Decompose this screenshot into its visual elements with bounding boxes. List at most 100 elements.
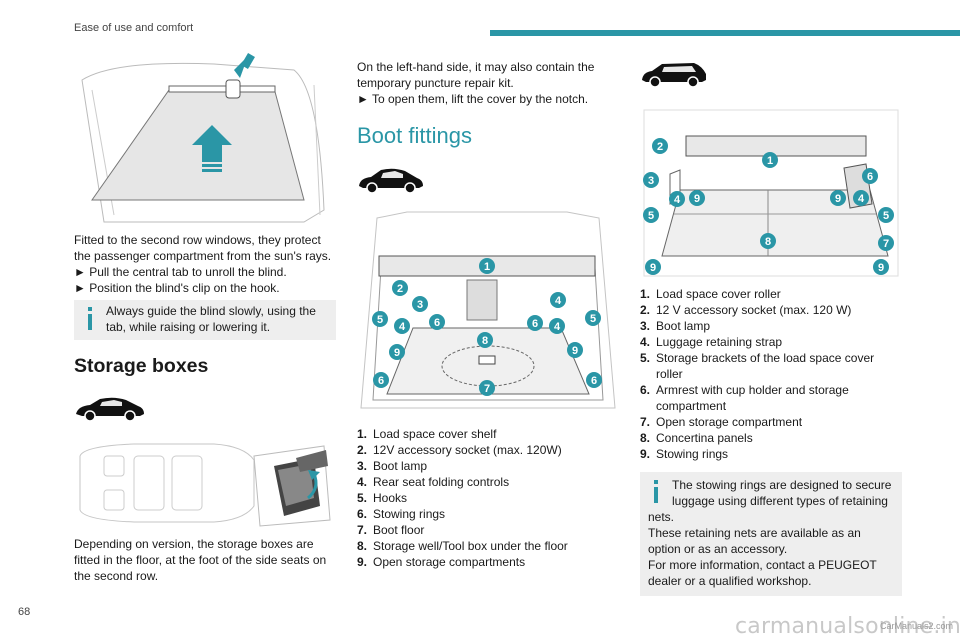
note-line: option or as an accessory. <box>648 542 788 556</box>
callout-9: 9 <box>830 190 846 206</box>
callout-7: 7 <box>479 380 495 396</box>
boot-fittings-heading: Boot fittings <box>357 123 472 148</box>
page-number: 68 <box>18 606 31 618</box>
legend-item: compartment <box>656 399 727 413</box>
callout-4: 4 <box>394 318 410 334</box>
callout-label: 3 <box>648 175 654 187</box>
callout-9: 9 <box>645 259 661 275</box>
note-line: The stowing rings are designed to secure <box>672 478 892 492</box>
note-line: nets. <box>648 510 675 524</box>
callout-4: 4 <box>669 191 685 207</box>
stowing-rings-note-box: The stowing rings are designed to secure… <box>640 472 902 596</box>
callout-2: 2 <box>652 138 668 154</box>
legend-item: roller <box>656 367 683 381</box>
callout-label: 3 <box>417 299 423 311</box>
callout-label: 4 <box>554 321 561 333</box>
running-header: Ease of use and comfort <box>74 22 194 34</box>
legend-item: 3.Boot lamp <box>357 459 428 473</box>
callout-label: 9 <box>694 193 700 205</box>
callout-label: 2 <box>397 283 403 295</box>
legend-item: 6.Stowing rings <box>357 507 446 521</box>
info-icon <box>654 480 658 503</box>
blind-note-line: Always guide the blind slowly, using the <box>106 304 316 318</box>
callout-label: 1 <box>767 155 773 167</box>
blind-instruction: ► Pull the central tab to unroll the bli… <box>74 265 287 279</box>
callout-7: 7 <box>878 235 894 251</box>
callout-4: 4 <box>853 190 869 206</box>
note-line: For more information, contact a PEUGEOT <box>648 558 877 572</box>
storage-text-line: fitted in the floor, at the foot of the … <box>74 553 327 567</box>
legend-item: 2.12V accessory socket (max. 120W) <box>357 443 562 457</box>
callout-5: 5 <box>643 207 659 223</box>
callout-4: 4 <box>550 292 566 308</box>
legend-item: 9.Stowing rings <box>640 447 729 461</box>
callout-5: 5 <box>585 310 601 326</box>
callout-9: 9 <box>873 259 889 275</box>
callout-label: 6 <box>378 375 384 387</box>
legend-item: 1.Load space cover roller <box>640 287 781 301</box>
callout-8: 8 <box>760 233 776 249</box>
boot-fittings-legend: 1.Load space cover shelf 2.12V accessory… <box>357 426 619 570</box>
estate-boot-illustration <box>643 109 899 277</box>
estate-legend: 1.Load space cover roller 2.12 V accesso… <box>640 286 902 462</box>
legend-item: 6.Armrest with cup holder and storage <box>640 383 849 397</box>
legend-item: 8.Storage well/Tool box under the floor <box>357 539 568 553</box>
storage-boxes-illustration <box>79 443 331 527</box>
callout-4: 4 <box>549 318 565 334</box>
suv-car-icon <box>359 168 423 194</box>
blind-note-line: tab, while raising or lowering it. <box>106 320 271 334</box>
sun-blind-illustration <box>81 52 325 223</box>
callout-label: 5 <box>377 314 383 326</box>
estate-callouts: 2 1 3 6 4 9 9 4 5 5 8 7 9 9 <box>643 138 894 275</box>
intro-line: temporary puncture repair kit. <box>357 76 514 90</box>
watermark-small: CarManuals2.com <box>880 621 954 631</box>
callout-6: 6 <box>429 314 445 330</box>
blind-note-box: Always guide the blind slowly, using the… <box>74 300 336 340</box>
callout-label: 4 <box>858 193 865 205</box>
callout-label: 1 <box>484 261 490 273</box>
callout-6: 6 <box>373 372 389 388</box>
callout-1: 1 <box>479 258 495 274</box>
info-icon <box>88 307 92 330</box>
callout-9: 9 <box>689 190 705 206</box>
callout-label: 4 <box>555 295 562 307</box>
storage-boxes-heading: Storage boxes <box>74 355 209 377</box>
callout-label: 7 <box>883 238 889 250</box>
callout-label: 7 <box>484 383 490 395</box>
legend-item: 9.Open storage compartments <box>357 555 526 569</box>
callout-label: 9 <box>878 262 884 274</box>
blind-description: Fitted to the second row windows, they p… <box>74 232 336 296</box>
callout-6: 6 <box>862 168 878 184</box>
callout-6: 6 <box>586 372 602 388</box>
callout-8: 8 <box>477 332 493 348</box>
intro-line: On the left-hand side, it may also conta… <box>357 60 595 74</box>
legend-item: 4.Rear seat folding controls <box>357 475 510 489</box>
note-line: luggage using different types of retaini… <box>672 494 888 508</box>
callout-label: 6 <box>591 375 597 387</box>
callout-label: 2 <box>657 141 663 153</box>
storage-text-line: the second row. <box>74 569 159 583</box>
hatchback-car-icon <box>76 397 144 422</box>
callout-3: 3 <box>412 296 428 312</box>
callout-label: 6 <box>867 171 873 183</box>
callout-label: 9 <box>835 193 841 205</box>
callout-label: 4 <box>399 321 406 333</box>
note-line: These retaining nets are available as an <box>648 526 861 540</box>
callout-9: 9 <box>389 344 405 360</box>
legend-item: 1.Load space cover shelf <box>357 427 497 441</box>
header-accent-bar <box>490 30 960 36</box>
callout-label: 9 <box>572 345 578 357</box>
callout-label: 8 <box>765 236 771 248</box>
watermark: carmanualsonline.info <box>735 614 960 639</box>
legend-item: 5.Storage brackets of the load space cov… <box>640 351 875 365</box>
callout-label: 8 <box>482 335 488 347</box>
storage-description: Depending on version, the storage boxes … <box>74 536 336 584</box>
legend-item: 4.Luggage retaining strap <box>640 335 783 349</box>
boot-callouts: 1 2 3 4 5 4 6 6 4 5 8 9 9 6 7 6 <box>372 258 602 396</box>
callout-9: 9 <box>567 342 583 358</box>
legend-item: 3.Boot lamp <box>640 319 711 333</box>
callout-label: 6 <box>434 317 440 329</box>
storage-intro-text: On the left-hand side, it may also conta… <box>357 59 619 107</box>
legend-item: 5.Hooks <box>357 491 408 505</box>
legend-item: 7.Open storage compartment <box>640 415 803 429</box>
